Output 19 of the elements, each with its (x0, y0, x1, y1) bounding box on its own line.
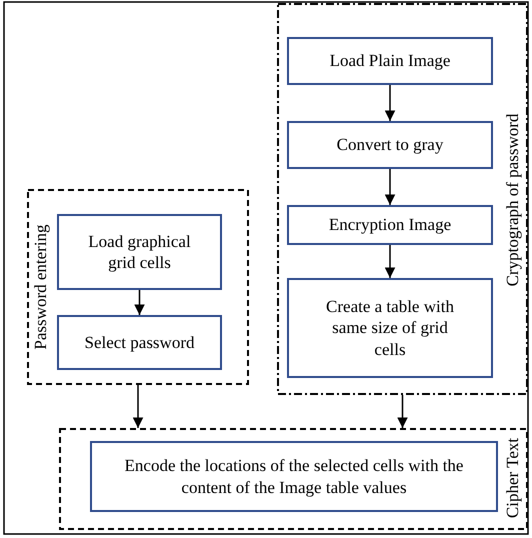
arrow (134, 290, 145, 315)
process-box: Convert to gray (287, 121, 493, 169)
process-box: Encode the locations of the selected cells with the content of the Image table values (90, 441, 498, 512)
process-box: Select password (57, 315, 222, 370)
group-frame (277, 3, 528, 395)
group-label: Cipher Text (503, 438, 523, 518)
arrow (397, 395, 408, 428)
group-label: Password entering (31, 224, 51, 350)
group-label: Cryptograph of password (503, 114, 523, 286)
group-frame (27, 189, 249, 385)
arrow (384, 169, 396, 205)
process-box: Encryption Image (287, 205, 493, 245)
group-frame (59, 428, 528, 530)
process-box: Create a table with same size of grid cells (287, 278, 493, 378)
arrow (384, 85, 396, 121)
arrow (384, 245, 396, 278)
arrow (132, 385, 144, 428)
process-box: Load graphical grid cells (57, 214, 222, 290)
process-box: Load Plain Image (287, 37, 493, 85)
